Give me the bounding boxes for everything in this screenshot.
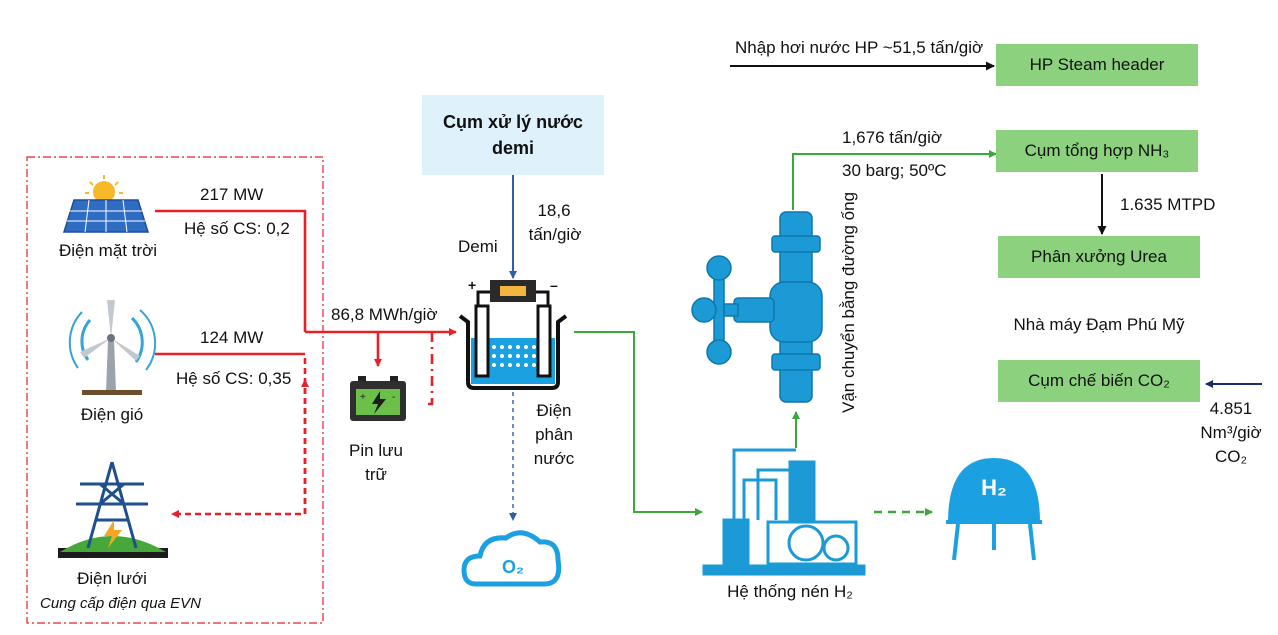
wind-factor: Hệ số CS: 0,35 [176,369,292,388]
co2-box: Cụm chế biến CO₂ [998,360,1200,402]
demi-water-box: Cụm xử lý nước demi [422,95,604,175]
power-lines [155,209,457,518]
oxygen-cloud-icon [461,530,562,587]
nh3-box: Cụm tổng hợp NH₃ [996,130,1198,172]
battery-label-line1: Pin lưu [349,441,403,460]
wind-turbine-icon [68,300,157,395]
electrolysis-line1: Điện [536,401,572,420]
nh3-output-label: 1.635 MTPD [1120,195,1216,214]
svg-text:-: - [392,392,395,403]
steam-input-label: Nhập hơi nước HP ~51,5 tấn/giờ [735,38,984,57]
svg-text:+: + [468,277,476,293]
urea-box: Phân xưởng Urea [998,236,1200,278]
pipeline-valve-icon [691,211,823,403]
co2-input-line1: 4.851 [1209,399,1253,418]
wind-power: 124 MW [200,328,264,347]
ammonia-flow-rate: 1,676 tấn/giờ [842,128,942,147]
water-flow-line1: 18,6 [537,201,571,220]
water-flow-line2: tấn/giờ [528,225,582,244]
compressor-icon [702,448,866,576]
compressor-label: Hệ thống nén H₂ [727,582,853,601]
grid-note: Cung cấp điện qua EVN [40,595,201,612]
plant-name: Nhà máy Đạm Phú Mỹ [1013,315,1185,334]
solar-power: 217 MW [200,185,264,204]
svg-text:+: + [360,392,366,403]
hydrogen-tank-icon [946,457,1042,561]
hydrogen-line [574,331,703,516]
solar-label: Điện mặt trời [58,241,158,260]
electrolyzer-icon: + – [458,277,568,390]
demi-box-line2: demi [491,138,534,158]
battery-label-line2: trữ [365,465,387,484]
hydrogen-tank-label: H₂ [981,475,1007,500]
demi-box-line1: Cụm xử lý nước [443,112,583,132]
electrolysis-line3: nước [533,449,575,468]
electrolysis-line2: phân [535,425,573,444]
solar-factor: Hệ số CS: 0,2 [184,219,290,238]
oxygen-label: O₂ [502,557,524,577]
co2-input-line2: Nm³/giờ [1200,423,1262,442]
battery-icon: + - [350,376,406,421]
sources-boundary [26,156,324,624]
energy-flow-label: 86,8 MWh/giờ [331,305,438,324]
steam-header-box: HP Steam header [996,44,1198,86]
wind-label: Điện gió [80,405,144,424]
pipeline-label: Vận chuyển bằng đường ống [839,191,858,413]
svg-text:–: – [550,277,558,293]
nh3-feed-line [792,150,997,210]
grid-label: Điện lưới [77,569,147,588]
power-tower-icon [58,461,168,558]
demi-label: Demi [458,237,498,256]
solar-panel-icon [62,175,150,233]
co2-input-line3: CO₂ [1214,447,1248,466]
ammonia-flow-condition: 30 barg; 50ºC [842,161,947,180]
